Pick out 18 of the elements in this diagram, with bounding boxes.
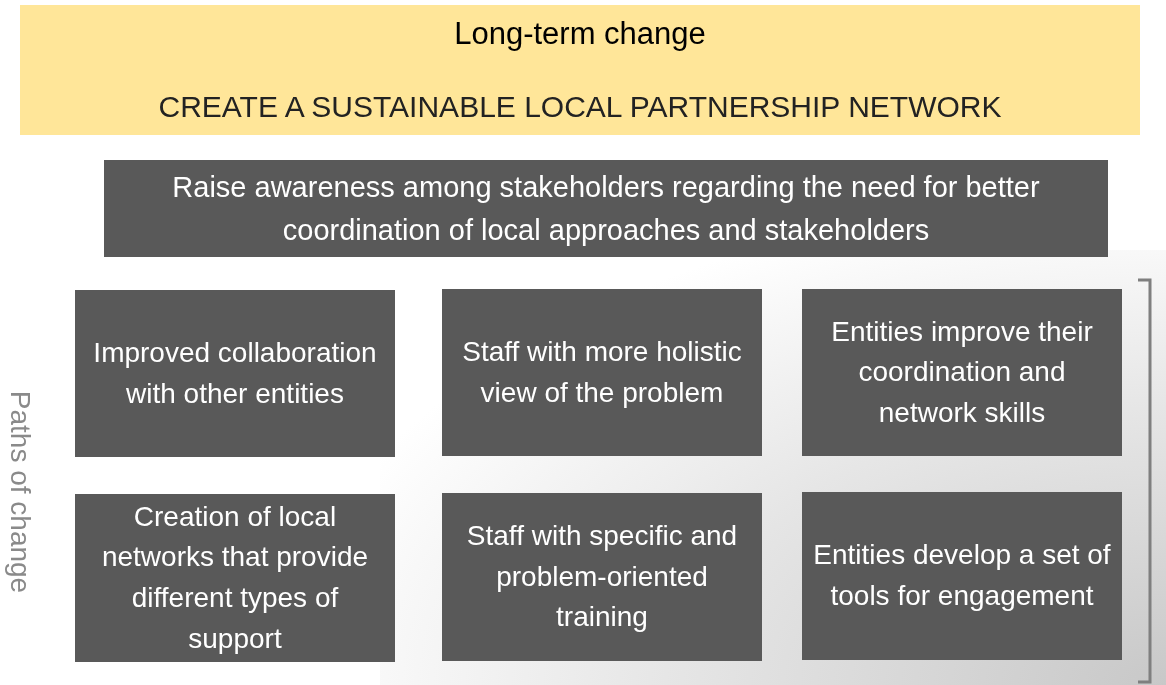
side-label: Paths of change [4,390,37,594]
outcome-box [802,492,1122,660]
outcome-box [442,493,762,661]
banner [20,5,1140,135]
outcome-box [75,494,395,662]
box-text: Improved collaboration with other entities [92,335,378,411]
outcome-box [442,289,762,456]
box-text: Staff with specific and problem-oriented training [465,519,739,635]
box-text: Entities improve their coordination and network skills [830,314,1094,430]
box-text: Entities develop a set of tools for engagement [812,538,1112,613]
banner-subtitle: CREATE A SUSTAINABLE LOCAL PARTNERSHIP NETWORK [158,88,1002,125]
box-text: Raise awareness among stakeholders regarding the need for better coordination of local approaches and stakeholders [171,170,1041,248]
outcome-box [75,290,395,457]
outcome-box [104,160,1108,257]
box-text: Creation of local networks that provide different types of support [100,499,370,656]
banner-heading: Long-term change [454,15,706,53]
box-text: Staff with more holistic view of the problem [461,334,743,410]
outcome-box [802,289,1122,456]
